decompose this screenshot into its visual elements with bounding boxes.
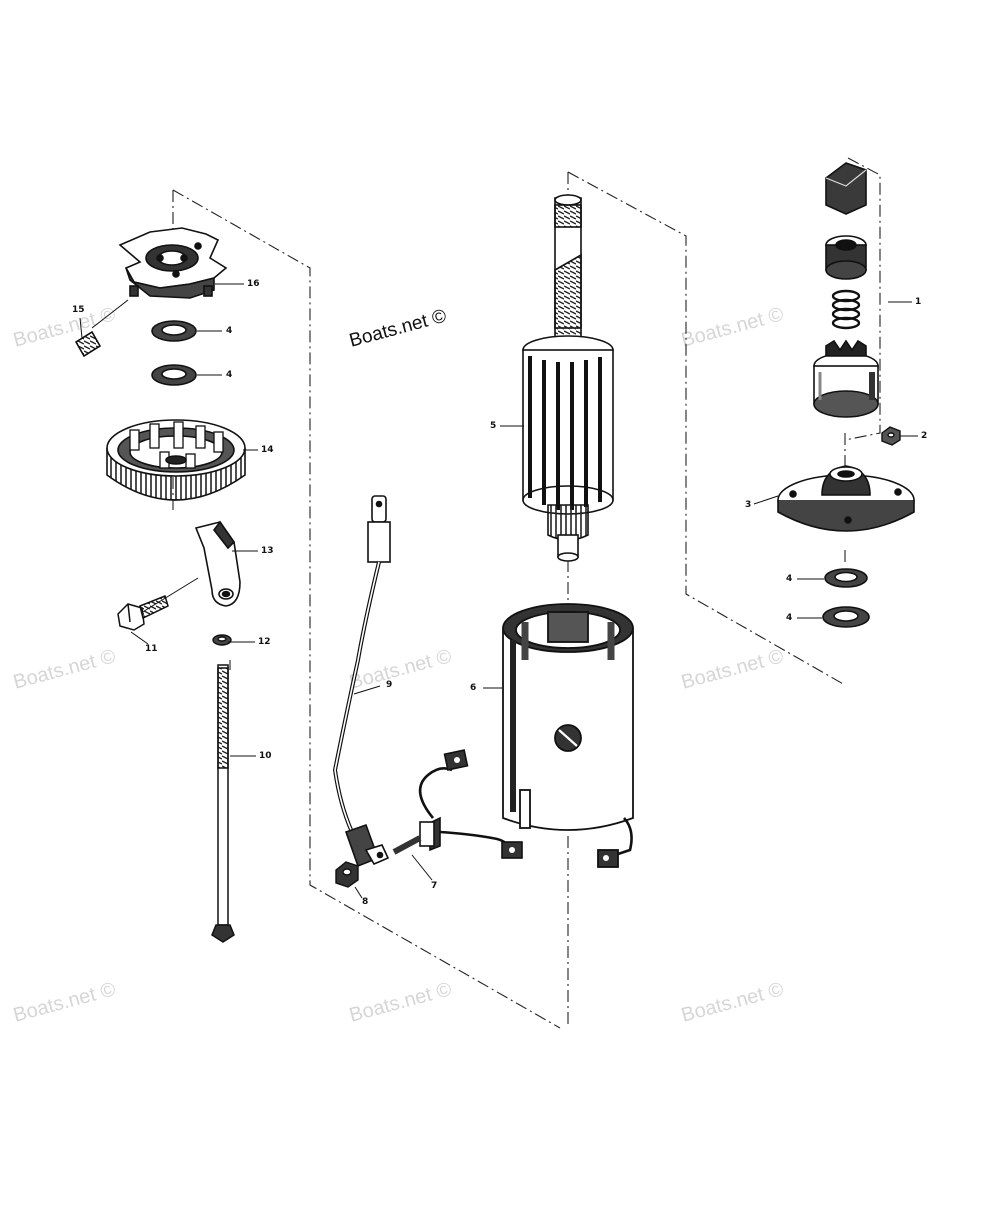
leader-lines	[79, 283, 918, 899]
callout-16: 16	[247, 279, 260, 289]
callout-5: 5	[490, 421, 497, 431]
lockwasher	[212, 634, 232, 646]
brush-plate	[118, 227, 228, 299]
screw-15	[75, 331, 101, 357]
motor-frame	[502, 603, 634, 868]
washer-right-upper	[824, 568, 868, 588]
callout-3: 3	[745, 500, 752, 510]
nut-8	[335, 861, 359, 888]
callout-4-right-upper: 4	[786, 574, 793, 584]
callout-4-right-lower: 4	[786, 613, 793, 623]
assembly-guide-lines	[172, 157, 881, 1029]
callout-8: 8	[362, 897, 369, 907]
callout-7: 7	[431, 881, 438, 891]
bolt-11	[117, 594, 169, 631]
callout-10: 10	[259, 751, 272, 761]
callout-2: 2	[921, 431, 928, 441]
callout-6: 6	[470, 683, 477, 693]
callout-4-left-upper: 4	[226, 326, 233, 336]
armature	[522, 194, 614, 562]
callout-11: 11	[145, 644, 158, 654]
callout-15: 15	[72, 305, 85, 315]
callout-1: 1	[915, 297, 922, 307]
lead-cable	[332, 495, 391, 868]
bracket	[194, 520, 241, 607]
drive-assembly	[813, 162, 879, 418]
washer-left-upper	[151, 320, 197, 342]
washer-right-lower	[822, 606, 870, 628]
through-bolt	[211, 664, 235, 943]
callout-9: 9	[386, 680, 393, 690]
nut-2	[881, 426, 901, 446]
brush-holder-set	[392, 749, 523, 859]
commutator-end-cap	[106, 419, 246, 501]
end-cap	[777, 465, 915, 532]
callout-4-left-lower: 4	[226, 370, 233, 380]
callout-12: 12	[258, 637, 271, 647]
callout-13: 13	[261, 546, 274, 556]
washer-left-lower	[151, 364, 197, 386]
callout-14: 14	[261, 445, 274, 455]
